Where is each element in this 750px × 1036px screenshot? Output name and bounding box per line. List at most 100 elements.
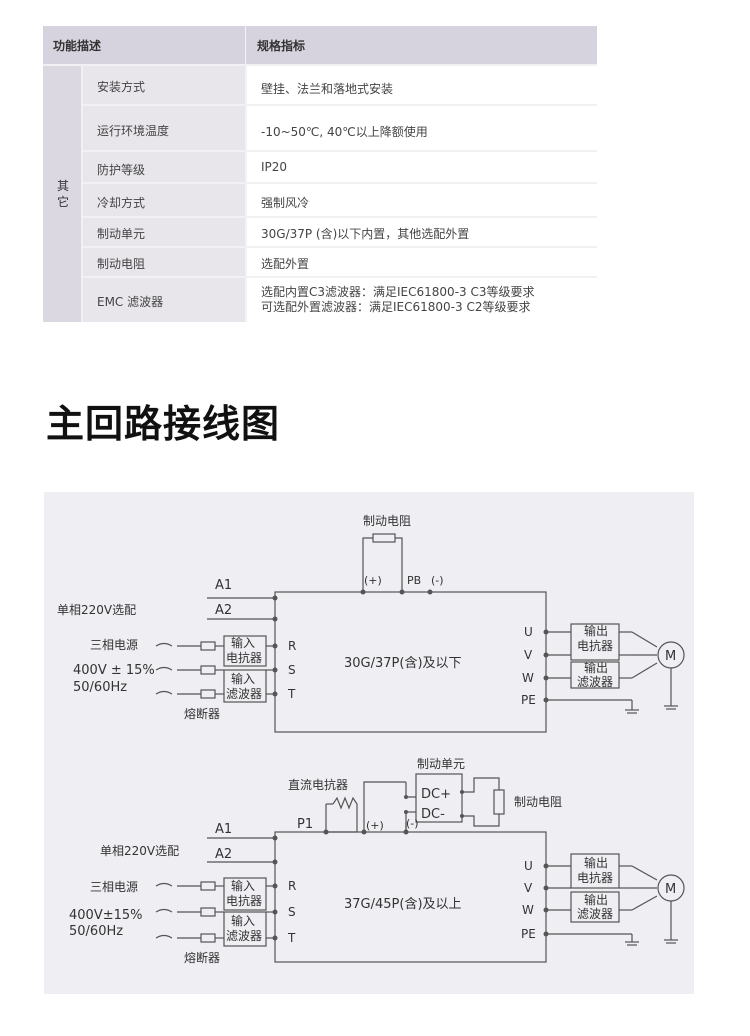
voltage-label: 400V ± 15%: [73, 663, 155, 678]
cell-value: 选配外置: [261, 257, 310, 271]
input-reactor-label-1: 输入: [231, 878, 255, 893]
table-row-value: IP20: [247, 152, 597, 182]
terminal-pe: PE: [521, 927, 536, 941]
cell-label: 冷却方式: [97, 196, 146, 210]
group-cell: 其它: [43, 66, 81, 322]
output-reactor-box: [570, 623, 620, 661]
input-reactor-box: [223, 877, 267, 911]
plus-label: (+): [364, 574, 382, 587]
terminal-t: T: [287, 931, 296, 945]
brake-resistor-symbol: [372, 533, 396, 543]
dc-minus-label: DC-: [421, 807, 445, 822]
p1-label: P1: [297, 817, 313, 832]
section-title: 主回路接线图: [46, 402, 281, 446]
table-row-value: 选配内置C3滤波器：满足IEC61800-3 C3等级要求 可选配外置滤波器：满…: [247, 278, 597, 322]
fuse-label: 熔断器: [184, 950, 220, 965]
drive-model-top: 30G/37P(含)及以下: [344, 655, 462, 671]
output-filter-label-2: 滤波器: [577, 907, 613, 921]
input-reactor-label-2: 电抗器: [226, 893, 262, 908]
cell-value-line2: 可选配外置滤波器：满足IEC61800-3 C2等级要求: [261, 300, 531, 314]
terminal-u: U: [524, 859, 533, 873]
terminal-s: S: [288, 905, 296, 919]
group-label: 其它: [56, 179, 69, 209]
terminal-t: T: [287, 687, 296, 701]
fuse-symbol: [200, 689, 216, 699]
table-row-label: 防护等级: [83, 152, 245, 182]
table-header: 功能描述 规格指标: [43, 26, 597, 64]
freq-label: 50/60Hz: [69, 924, 123, 939]
table-row-label: EMC 滤波器: [83, 278, 245, 322]
table-row-value: 30G/37P (含)以下内置，其他选配外置: [247, 218, 597, 246]
cell-value: 强制风冷: [261, 196, 310, 210]
output-filter-label-1: 输出: [584, 660, 608, 675]
output-reactor-label-1: 输出: [584, 623, 608, 638]
terminal-s: S: [288, 663, 296, 677]
cell-value-line1: 选配内置C3滤波器：满足IEC61800-3 C3等级要求: [261, 285, 535, 299]
output-reactor-label-2: 电抗器: [577, 638, 613, 653]
table-row-label: 制动电阻: [83, 248, 245, 276]
single-phase-label: 单相220V选配: [100, 844, 179, 858]
three-phase-label: 三相电源: [90, 638, 138, 652]
cell-value: -10~50℃, 40℃以上降额使用: [261, 125, 428, 139]
fuse-symbol: [200, 933, 216, 943]
dc-plus-label: DC+: [421, 787, 451, 802]
wiring-diagram-svg: 制动电阻 (+) PB (-) A1 A2 单相220V选配 三相电源 400V…: [57, 514, 685, 965]
minus-label: (-): [431, 574, 444, 587]
table-row-value: -10~50℃, 40℃以上降额使用: [247, 106, 597, 150]
output-reactor-label-1: 输出: [584, 855, 608, 870]
a2-label: A2: [215, 603, 232, 618]
terminal-r: R: [288, 639, 296, 653]
fuse-symbol: [200, 665, 216, 675]
cell-value: IP20: [261, 160, 288, 174]
cell-label: 制动电阻: [97, 257, 146, 271]
pb-label: PB: [407, 574, 421, 587]
terminal-w: W: [522, 903, 534, 917]
output-reactor-label-2: 电抗器: [577, 870, 613, 885]
output-filter-box: [570, 661, 620, 689]
brake-unit-label: 制动单元: [417, 757, 465, 771]
motor-label: M: [665, 649, 676, 664]
terminal-v: V: [524, 648, 533, 662]
table-row-label: 运行环境温度: [83, 106, 245, 150]
cell-label: 制动单元: [97, 227, 146, 241]
cell-label: 防护等级: [97, 163, 146, 177]
drive-box-bottom: [274, 831, 547, 963]
terminal-u: U: [524, 625, 533, 639]
input-filter-label-2: 滤波器: [226, 929, 262, 943]
a2-label: A2: [215, 847, 232, 862]
input-reactor-box: [223, 635, 267, 667]
output-filter-label-1: 输出: [584, 892, 608, 907]
a1-label: A1: [215, 578, 232, 593]
input-filter-box: [223, 911, 267, 947]
input-filter-box: [223, 669, 267, 703]
header-divider: [245, 26, 246, 64]
header-spec: 规格指标: [257, 39, 306, 53]
table-row-value: 壁挂、法兰和落地式安装: [247, 66, 597, 104]
motor-label: M: [665, 882, 676, 897]
brake-resistor-label: 制动电阻: [514, 795, 562, 809]
terminal-v: V: [524, 881, 533, 895]
spec-table: 功能描述 规格指标 其它 安装方式 壁挂、法兰和落地式安装 运行环境温度 -10…: [43, 26, 597, 322]
fuse-label: 熔断器: [184, 706, 220, 721]
output-filter-box: [570, 891, 620, 923]
fuse-symbol: [200, 881, 216, 891]
input-filter-label-1: 输入: [231, 913, 255, 928]
fuse-symbol: [200, 907, 216, 917]
output-reactor-box: [570, 853, 620, 889]
cell-label: EMC 滤波器: [97, 295, 164, 309]
cell-label: 安装方式: [97, 80, 146, 94]
voltage-label: 400V±15%: [69, 908, 143, 923]
table-row-value: 强制风冷: [247, 184, 597, 216]
freq-label: 50/60Hz: [73, 680, 127, 695]
table-row-label: 安装方式: [83, 66, 245, 104]
minus-label: (-): [406, 817, 419, 830]
cell-value: 壁挂、法兰和落地式安装: [261, 82, 394, 96]
cell-label: 运行环境温度: [97, 124, 170, 138]
wiring-diagram: 制动电阻 (+) PB (-) A1 A2 单相220V选配 三相电源 400V…: [44, 492, 694, 994]
table-row-label: 冷却方式: [83, 184, 245, 216]
cell-value: 30G/37P (含)以下内置，其他选配外置: [261, 227, 470, 241]
fuse-symbol: [200, 641, 216, 651]
terminal-pe: PE: [521, 693, 536, 707]
brake-resistor-symbol: [493, 789, 505, 815]
input-filter-label-1: 输入: [231, 671, 255, 686]
